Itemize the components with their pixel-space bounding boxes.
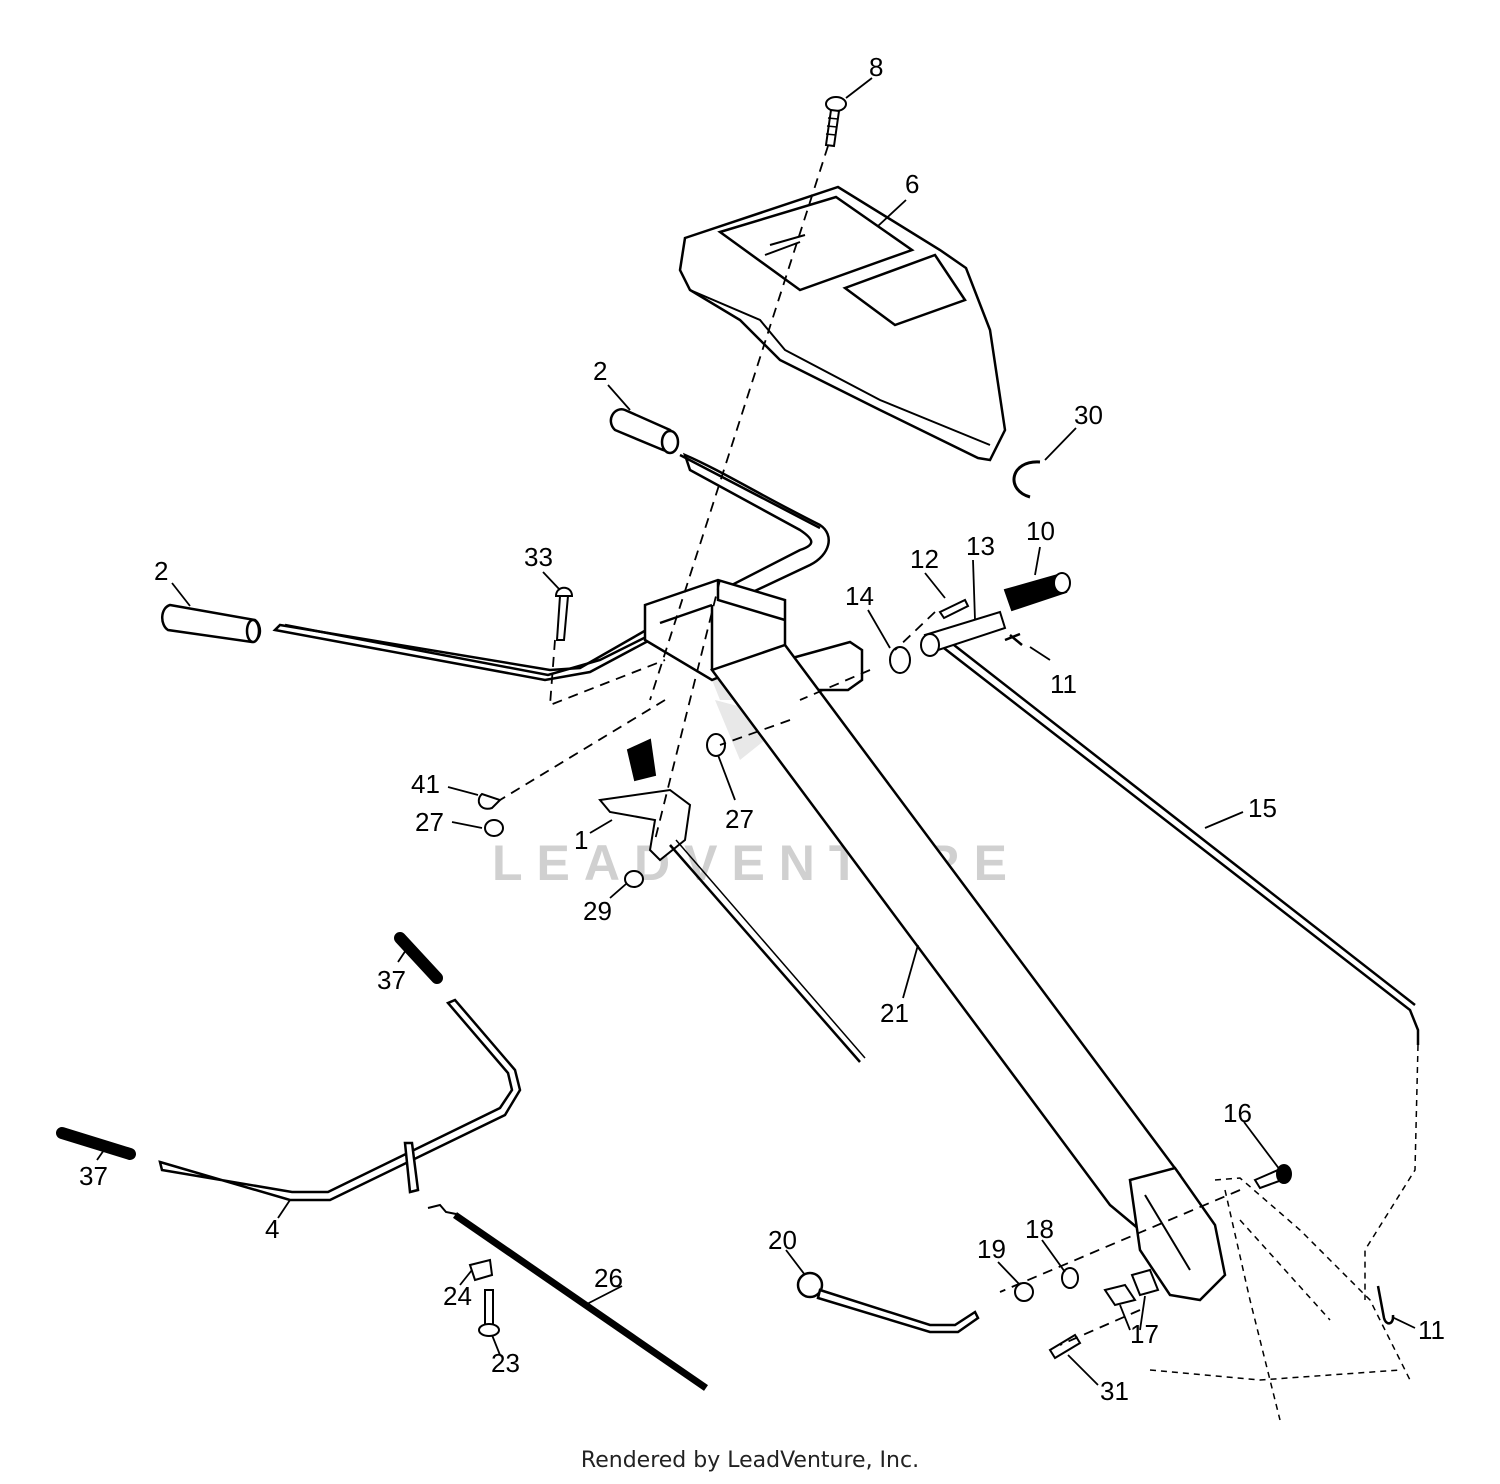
callout-6: 6: [905, 169, 919, 199]
callouts: 8 6 2 30 2 33 12 13 10 14 11 41 27 27 1 …: [79, 52, 1445, 1406]
callout-14: 14: [845, 581, 874, 611]
callout-18: 18: [1025, 1214, 1054, 1244]
callout-11-upper: 11: [1050, 669, 1077, 699]
grip-2-left: [161, 603, 262, 644]
callout-17: 17: [1130, 1319, 1159, 1349]
callout-24: 24: [443, 1281, 472, 1311]
callout-41: 41: [411, 769, 440, 799]
callout-27-right: 27: [725, 804, 754, 834]
callout-2-upper: 2: [593, 356, 607, 386]
callout-2-left: 2: [154, 556, 168, 586]
callout-16: 16: [1223, 1098, 1252, 1128]
callout-4: 4: [265, 1214, 279, 1244]
bolt-23-and-clip-24: [468, 1258, 500, 1337]
callout-31: 31: [1100, 1376, 1129, 1406]
footer-credit: Rendered by LeadVenture, Inc.: [580, 1448, 920, 1473]
small-hardware: [477, 733, 726, 888]
bracket-1: [598, 738, 866, 1063]
callout-8: 8: [869, 52, 883, 82]
hardware-rear: [1014, 1164, 1292, 1360]
clip-ring-30: [1012, 460, 1041, 499]
callout-29: 29: [583, 896, 612, 926]
assembly-lines: [499, 145, 1241, 1346]
callout-1: 1: [574, 825, 588, 855]
rod-15: [939, 637, 1420, 1045]
callout-37-left: 37: [79, 1161, 108, 1191]
handle-panel: [678, 185, 1007, 462]
leader-lines: [96, 77, 1416, 1386]
chassis-dashed: [1149, 1044, 1419, 1421]
column-21: [709, 643, 1227, 1302]
bolt-33: [554, 586, 574, 641]
callout-10: 10: [1026, 516, 1055, 546]
callout-21: 21: [880, 998, 909, 1028]
callout-30: 30: [1074, 400, 1103, 430]
callout-26: 26: [594, 1263, 623, 1293]
callout-11-lower: 11: [1418, 1315, 1445, 1345]
screw-8: [824, 96, 847, 148]
callout-19: 19: [977, 1234, 1006, 1264]
callout-37-upper: 37: [377, 965, 406, 995]
callout-12: 12: [910, 544, 939, 574]
callout-27-left: 27: [415, 807, 444, 837]
grip-2-upper: [609, 408, 680, 455]
callout-20: 20: [768, 1225, 797, 1255]
callout-33: 33: [524, 542, 553, 572]
lever-20: [796, 1271, 980, 1334]
callout-23: 23: [491, 1348, 520, 1378]
lever-4: [158, 998, 522, 1202]
hairpin-11: [1376, 1285, 1395, 1325]
callout-15: 15: [1248, 793, 1277, 823]
hinge-assembly: [889, 572, 1071, 674]
cable-26: [427, 1203, 708, 1391]
grip-37: [56, 932, 443, 1160]
callout-13: 13: [966, 531, 995, 561]
